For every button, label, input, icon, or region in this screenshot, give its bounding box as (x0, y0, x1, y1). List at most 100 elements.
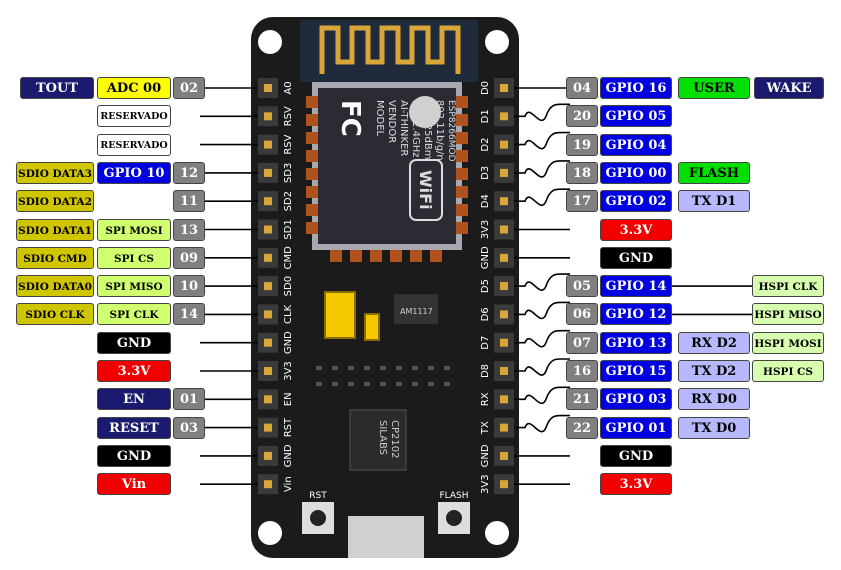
left-pin-label: RSV (283, 134, 294, 154)
pin-number: 03 (173, 416, 205, 439)
function-label: EN (97, 388, 171, 411)
module-pad (306, 150, 318, 162)
right-pin-label: TX (480, 421, 491, 435)
header-pin (264, 367, 272, 375)
module-text-line: MODEL (374, 100, 385, 137)
sdio-label: SDIO DATA2 (16, 190, 94, 213)
left-pin-label: CMD (283, 246, 294, 270)
pin-number: 04 (566, 77, 598, 99)
header-pin (500, 225, 508, 234)
gpio-label: GPIO 16 (600, 77, 672, 99)
gpio-label: GPIO 13 (600, 331, 672, 354)
wifi-logo-frame (409, 159, 443, 221)
connector-wave (514, 329, 570, 348)
header-pin (500, 253, 508, 262)
right-pin-label: D5 (480, 279, 491, 293)
sdio-label: SDIO DATA1 (16, 218, 94, 241)
function-label: ADC 00 (97, 77, 171, 99)
module-pad (456, 150, 468, 162)
power-label: GND (97, 444, 171, 467)
usb-chip (349, 409, 407, 471)
extra-label: TOUT (20, 77, 94, 99)
power-label: GND (600, 246, 672, 269)
pin-number: 05 (566, 275, 598, 298)
header-pin (264, 480, 272, 489)
header-pin (264, 84, 272, 92)
header-pin (500, 168, 508, 177)
header-pin (264, 282, 272, 291)
gpio-label: GPIO 01 (600, 416, 672, 439)
smd-part (428, 366, 434, 370)
module-pad (370, 250, 382, 262)
right-pin-label: GND (480, 246, 491, 269)
pin-number: 20 (566, 105, 598, 128)
hspi-label: HSPI MOSI (752, 331, 824, 354)
connector-wave (514, 386, 570, 405)
function-label: TX D0 (678, 416, 750, 439)
module-pad (330, 250, 342, 262)
right-pin-label: 3V3 (480, 220, 491, 240)
usb-connector (348, 516, 424, 558)
gpio-label: GPIO 02 (600, 190, 672, 213)
capacitor (324, 291, 356, 339)
module-pad (456, 132, 468, 144)
header-pin (500, 423, 508, 432)
pin-number: 13 (173, 218, 205, 241)
regulator (394, 294, 438, 324)
fc-logo: FC (335, 100, 365, 137)
rst-button (310, 510, 326, 526)
function-label: RX D0 (678, 388, 750, 411)
smd-part (380, 366, 386, 370)
pin-number: 09 (173, 246, 205, 269)
pin-number: 07 (566, 331, 598, 354)
smd-part (444, 382, 450, 386)
header-pin (264, 338, 272, 347)
module-pad (306, 168, 318, 180)
mount-hole (258, 521, 282, 545)
smd-part (316, 382, 322, 386)
left-pin-label: GND (283, 331, 294, 354)
power-label: GND (97, 331, 171, 354)
header-pin (264, 310, 272, 319)
function-label: RESET (97, 416, 171, 439)
smd-part (428, 382, 434, 386)
module-pad (456, 168, 468, 180)
module-pad (306, 132, 318, 144)
wifi-logo: WiFi (416, 170, 435, 210)
left-pin-label: A0 (283, 81, 294, 94)
pin-number: 14 (173, 303, 205, 326)
sdio-label: SDIO DATA0 (16, 275, 94, 298)
header-pin (264, 395, 272, 404)
function-label: USER (678, 77, 750, 99)
connector-wave (514, 358, 570, 376)
function-label: RESERVADO (97, 133, 171, 156)
gpio-label: GPIO 00 (600, 161, 672, 184)
pin-number: 02 (173, 77, 205, 99)
smd-part (332, 382, 338, 386)
smd-part (412, 382, 418, 386)
module-pad (456, 204, 468, 216)
header-pin (500, 197, 508, 206)
module-pad (306, 96, 318, 108)
smd-part (396, 366, 402, 370)
module-pad (430, 250, 442, 262)
connector-wave (514, 301, 570, 320)
left-pin-label: SD0 (283, 276, 294, 296)
right-pin-label: 3V3 (480, 474, 491, 494)
pin-number: 06 (566, 303, 598, 326)
flash-label: FLASH (439, 491, 468, 501)
right-pin-label: D3 (480, 166, 491, 180)
right-pin-label: GND (480, 444, 491, 467)
header-pin (500, 112, 508, 121)
module-pad (456, 222, 468, 234)
function-label: WAKE (754, 77, 824, 99)
power-label: 3.3V (600, 218, 672, 241)
usb-chip-label: CP2102 (389, 420, 400, 458)
header-pin (500, 480, 508, 489)
smd-part (444, 366, 450, 370)
usb-chip-label: SILABS (377, 420, 388, 455)
antenna-trace (319, 25, 461, 74)
header-pin (264, 140, 272, 149)
